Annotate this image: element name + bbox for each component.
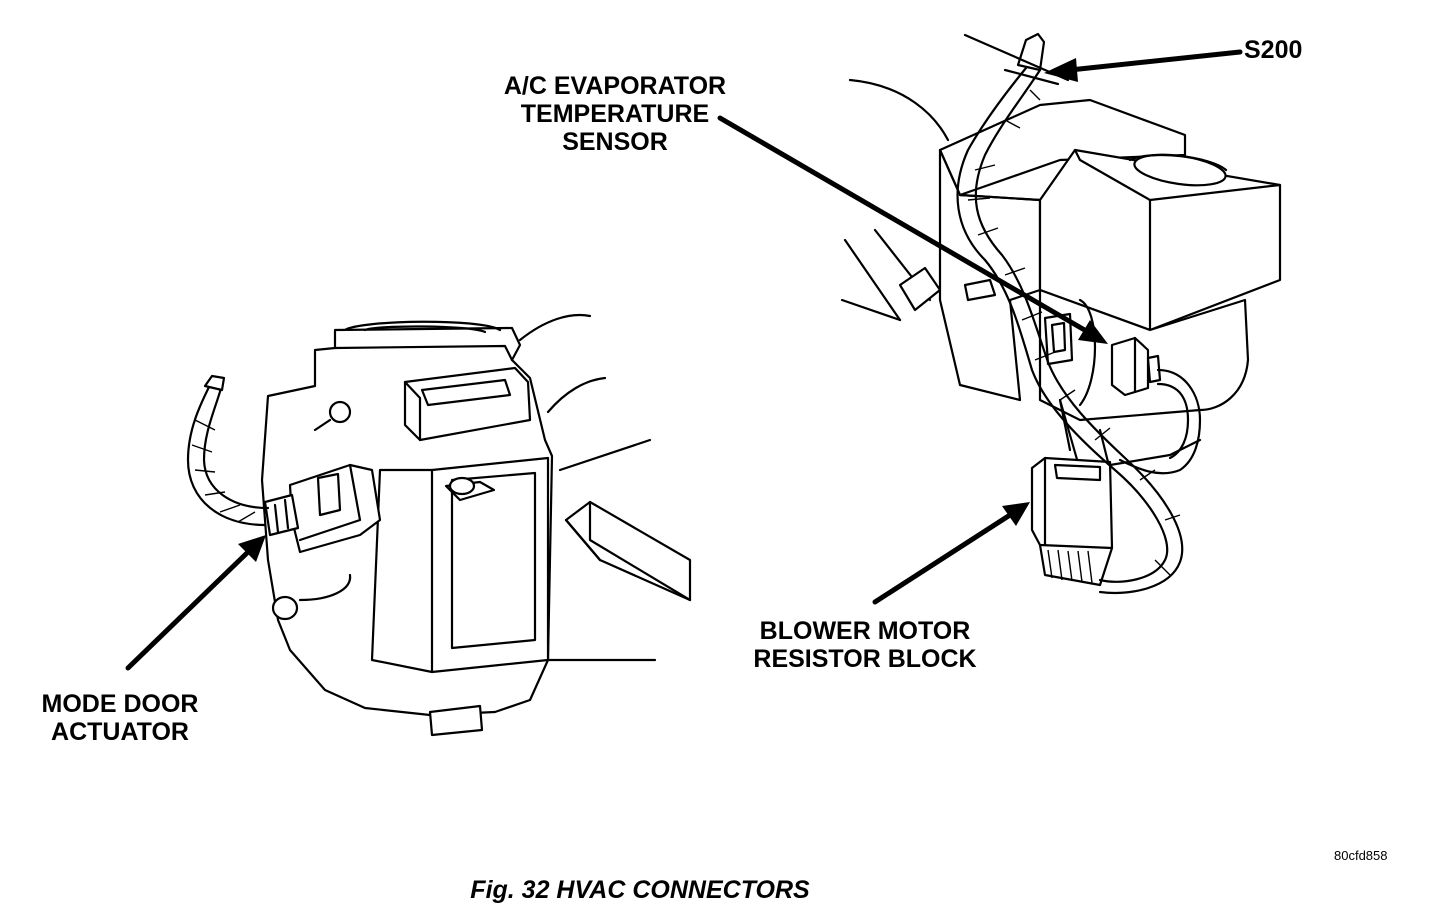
arrow-evap-sensor [717,115,1091,335]
arrow-blower-resistor [872,512,1013,605]
arrow-s200 [1067,49,1243,73]
figure-caption: Fig. 32 HVAC CONNECTORS [470,876,810,904]
hvac-housing-left [260,314,692,737]
label-blower-motor-resistor-block: BLOWER MOTOR RESISTOR BLOCK [753,617,977,673]
arrow-mode-door [125,549,251,671]
blower-housing-right [840,78,1282,472]
blower-motor-resistor-block [1030,456,1114,587]
figure-reference-code: 80cfd858 [1334,848,1388,863]
actuator-wire-harness [186,374,270,527]
evaporator-temperature-sensor [1110,336,1162,397]
label-s200: S200 [1244,36,1303,64]
mode-door-actuator [263,463,382,554]
right-wire-harness [956,32,1202,595]
label-mode-door-actuator: MODE DOOR ACTUATOR [41,690,199,746]
callout-arrows [125,49,1243,671]
label-evaporator-sensor: A/C EVAPORATOR TEMPERATURE SENSOR [503,72,727,156]
